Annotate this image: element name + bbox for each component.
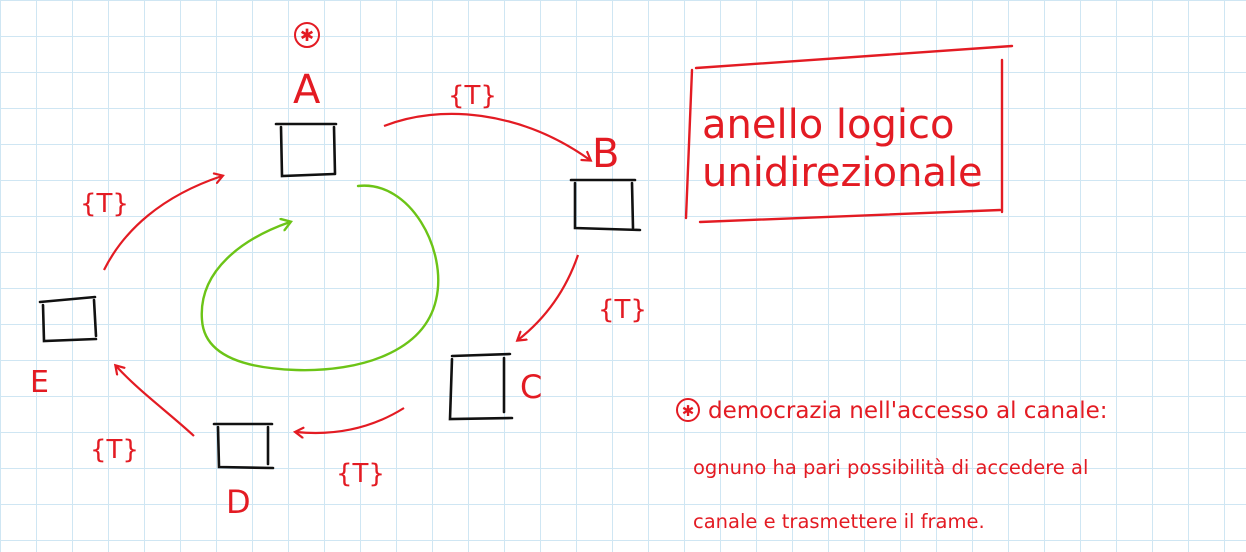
node-box-c xyxy=(448,352,514,421)
note-line-1: democrazia nell'accesso al canale: xyxy=(708,398,1108,424)
node-label-e: E xyxy=(30,365,49,400)
node-label-c: C xyxy=(520,368,542,406)
token-label-cd: {T} xyxy=(336,459,385,489)
token-label-ea: {T} xyxy=(80,189,129,219)
node-box-e xyxy=(38,295,98,343)
node-box-b xyxy=(569,178,642,232)
note-line-2: ognuno ha pari possibilità di accedere a… xyxy=(693,456,1088,479)
arrow-a-to-b xyxy=(383,112,590,160)
node-box-d xyxy=(212,422,275,470)
node-label-d: D xyxy=(226,483,251,521)
arrow-c-to-d xyxy=(296,407,405,433)
svg-text:✱: ✱ xyxy=(300,26,314,46)
green-circulation-loop xyxy=(200,184,440,372)
note-line-3: canale e trasmettere il frame. xyxy=(693,510,985,533)
title-box xyxy=(684,44,1014,224)
arrow-b-to-c xyxy=(518,254,580,340)
node-box-a xyxy=(274,122,338,178)
title-line-2: unidirezionale xyxy=(702,150,983,196)
star-marker-icon: ✱ xyxy=(294,22,320,48)
arrow-d-to-e xyxy=(116,366,195,437)
node-label-b: B xyxy=(592,131,619,177)
arrow-e-to-a xyxy=(103,176,222,271)
token-label-ab: {T} xyxy=(448,81,497,111)
node-label-a: A xyxy=(293,67,321,113)
token-label-de: {T} xyxy=(90,435,139,465)
svg-text:✱: ✱ xyxy=(682,402,695,420)
token-label-bc: {T} xyxy=(598,295,647,325)
title-line-1: anello logico xyxy=(702,102,954,148)
note-marker-icon: ✱ xyxy=(676,398,700,422)
